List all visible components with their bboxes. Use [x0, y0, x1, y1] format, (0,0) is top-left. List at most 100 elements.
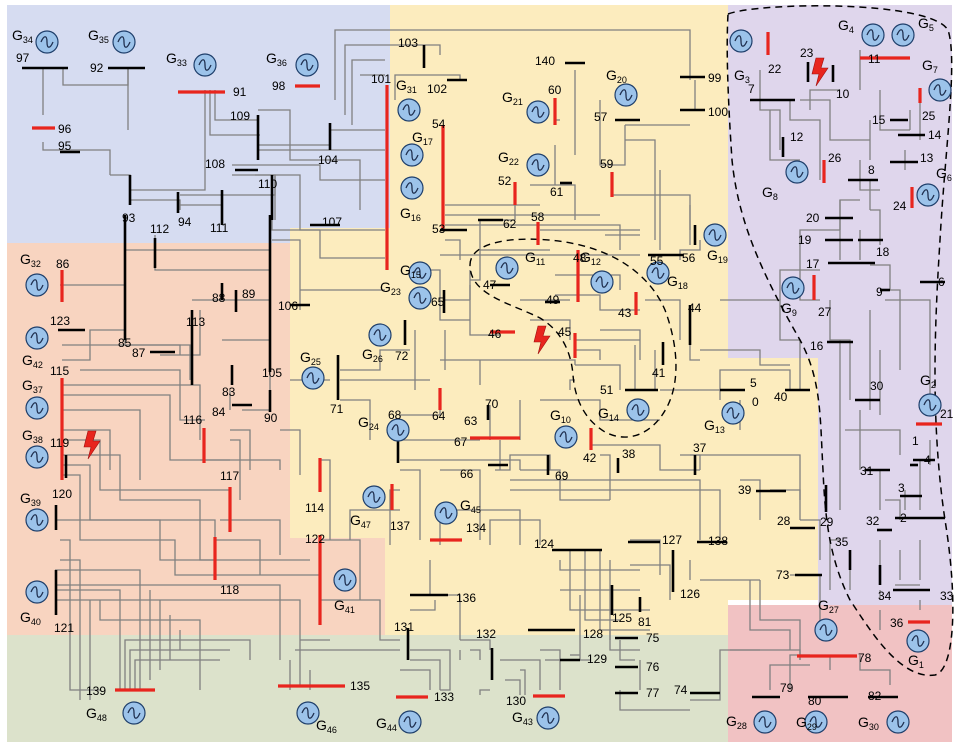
bus-label: 96: [58, 122, 72, 136]
generator-number: 5: [929, 23, 934, 33]
bus-label: 60: [548, 83, 562, 97]
generator-number: 32: [31, 259, 41, 269]
bus-label: 38: [622, 447, 636, 461]
generator-number: 48: [97, 713, 107, 723]
generator-G20-symbol: [615, 84, 637, 106]
bus-label: 57: [594, 110, 608, 124]
bus-label: 4: [924, 453, 931, 467]
generator-G4-symbol: [862, 24, 884, 46]
bus-label: 71: [330, 402, 344, 416]
bus-label: 111: [210, 221, 229, 235]
generator-G43-symbol: [537, 707, 559, 729]
generator-letter: G: [20, 609, 31, 625]
bus-label: 10: [836, 87, 850, 101]
generator-number: 31: [407, 85, 417, 95]
generator-G17-symbol: [401, 144, 423, 166]
generator-G5-symbol: [892, 24, 914, 46]
generator-letter: G: [22, 427, 33, 443]
bus-label: 61: [550, 185, 564, 199]
generator-G12-symbol: [591, 271, 613, 293]
bus-label: 9: [876, 285, 883, 299]
bus-label: 1: [912, 434, 919, 448]
generator-letter: G: [400, 262, 411, 278]
generator-G28-symbol: [754, 711, 776, 733]
bus-label: 30: [870, 379, 884, 393]
generator-number: 15: [411, 270, 421, 280]
generator-number: 38: [33, 435, 43, 445]
generator-G30-symbol: [887, 711, 909, 733]
generator-G9-symbol: [782, 277, 804, 299]
bus-label: 65: [431, 295, 445, 309]
generator-number: 6: [947, 173, 952, 183]
generator-number: 17: [423, 137, 433, 147]
bus-label: 3: [898, 481, 905, 495]
generator-G38-symbol: [26, 446, 48, 468]
generator-number: 22: [509, 157, 519, 167]
bus-label: 37: [693, 441, 707, 455]
generator-letter: G: [707, 247, 718, 263]
bus-label: 54: [432, 117, 446, 131]
bus-label: 140: [535, 54, 555, 68]
generator-G25-symbol: [302, 367, 324, 389]
bus-label: 17: [806, 257, 820, 271]
bus-label: 118: [220, 583, 239, 597]
bus-label: 35: [835, 535, 849, 549]
generator-G32-symbol: [26, 274, 48, 296]
bus-label: 120: [52, 487, 72, 501]
bus-label: 89: [242, 287, 256, 301]
generator-number: 8: [773, 192, 778, 202]
generator-G2-symbol: [919, 394, 941, 416]
bus-label: 73: [776, 568, 790, 582]
generator-letter: G: [166, 50, 177, 66]
bus-label: 119: [50, 436, 69, 450]
bus-label: 45: [558, 325, 572, 339]
generator-G1-symbol: [907, 630, 929, 652]
generator-G11-symbol: [496, 257, 518, 279]
generator-number: 40: [31, 617, 41, 627]
generator-number: 13: [715, 425, 725, 435]
bus-label: 58: [531, 210, 545, 224]
bus-label: 56: [682, 251, 696, 265]
bus-label: 13: [920, 151, 934, 165]
generator-letter: G: [316, 717, 327, 733]
bus-label: 135: [350, 679, 370, 693]
bus-label: 136: [456, 591, 476, 605]
bus-label: 110: [258, 177, 277, 191]
bus-label: 86: [56, 257, 70, 271]
generator-number: 43: [523, 717, 533, 727]
generator-letter: G: [512, 709, 523, 725]
bus-label: 94: [178, 215, 192, 229]
generator-G44-symbol: [399, 711, 421, 733]
bus-label: 2: [900, 511, 907, 525]
bus-label: 95: [58, 139, 72, 153]
bus-label: 87: [132, 346, 146, 360]
generator-letter: G: [362, 346, 373, 362]
bus-label: 8: [868, 163, 875, 177]
generator-number: 1: [919, 660, 924, 670]
generator-letter: G: [22, 377, 33, 393]
bus-label: 93: [122, 211, 136, 225]
generator-number: 21: [513, 97, 523, 107]
bus-label: 105: [262, 366, 282, 380]
bus-label: 107: [322, 215, 342, 229]
generator-number: 44: [387, 723, 397, 733]
bus-label: 64: [432, 409, 446, 423]
generator-number: 24: [369, 422, 379, 432]
generator-number: 10: [561, 415, 571, 425]
generator-G7-symbol: [929, 79, 951, 101]
bus-label: 67: [454, 435, 468, 449]
bus-label: 128: [583, 627, 603, 641]
bus-label: 129: [587, 652, 607, 666]
generator-letter: G: [908, 652, 919, 668]
bus-label: 130: [506, 694, 526, 708]
bus-label: 18: [876, 245, 890, 259]
bus-label: 5: [750, 376, 757, 390]
bus-label: 121: [54, 621, 74, 635]
generator-G26-symbol: [369, 324, 391, 346]
generator-number: 28: [737, 721, 747, 731]
generator-letter: G: [22, 352, 33, 368]
generator-number: 23: [391, 287, 401, 297]
generator-number: 2: [931, 380, 936, 390]
